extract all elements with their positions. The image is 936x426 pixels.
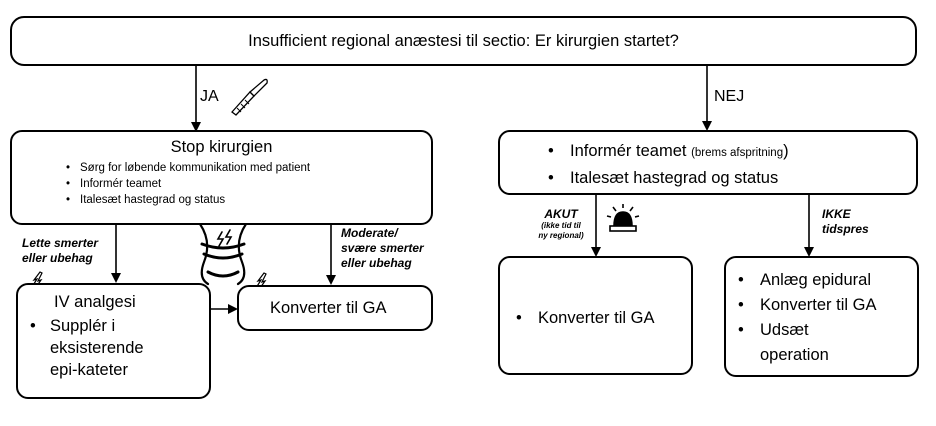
list-item: Italesæt hastegrad og status: [542, 166, 916, 191]
question-box: Insufficient regional anæstesi til secti…: [10, 16, 917, 66]
list-item: Sørg for løbende kommunikation med patie…: [62, 160, 431, 176]
inform-team-text: Informér teamet: [570, 142, 687, 160]
iv-bullet-line: epi-kateter: [50, 361, 128, 379]
options-list: Anlæg epidural Konverter til GA Udsæt op…: [732, 268, 917, 368]
convert-ga-text: Konverter til GA: [270, 299, 387, 317]
list-item: Konverter til GA: [732, 293, 917, 318]
list-item: Konverter til GA: [510, 306, 691, 331]
ikke-tidspres-label: IKKE tidspres: [822, 207, 869, 237]
moderate-pain-line: svære smerter: [341, 241, 424, 255]
moderate-pain-label: Moderate/ svære smerter eller ubehag: [341, 226, 424, 271]
ikke-line: IKKE: [822, 207, 851, 221]
moderate-pain-line: eller ubehag: [341, 256, 412, 270]
list-item: Italesæt hastegrad og status: [62, 192, 431, 208]
convert-ga-box-mid: Konverter til GA: [498, 256, 693, 375]
branch-yes-label: JA: [200, 88, 219, 105]
akut-note: (ikke tid til: [541, 221, 581, 230]
iv-analgesia-box: IV analgesi • Supplér i eksisterende epi…: [16, 283, 211, 399]
ikke-line: tidspres: [822, 222, 869, 236]
option-line: operation: [760, 346, 829, 364]
list-item: Informér teamet (brems afspritning): [542, 139, 916, 166]
inform-team-list: Informér teamet (brems afspritning) Ital…: [542, 139, 916, 191]
stop-surgery-list: Sørg for løbende kommunikation med patie…: [62, 160, 431, 208]
scalpel-icon: [231, 78, 268, 116]
iv-bullet-line: eksisterende: [50, 339, 144, 357]
option-line: Udsæt: [760, 321, 809, 339]
light-pain-label: Lette smerter eller ubehag: [22, 236, 98, 266]
iv-analgesia-title: IV analgesi: [54, 293, 136, 311]
akut-text: AKUT: [544, 207, 578, 221]
stop-surgery-box: Stop kirurgien Sørg for løbende kommunik…: [10, 130, 433, 225]
akut-note: ny regional): [538, 231, 584, 240]
convert-ga-box-left: Konverter til GA: [237, 285, 433, 331]
question-text: Insufficient regional anæstesi til secti…: [248, 32, 679, 50]
list-item: Udsæt operation: [732, 318, 917, 368]
options-box: Anlæg epidural Konverter til GA Udsæt op…: [724, 256, 919, 377]
light-pain-line: Lette smerter: [22, 236, 99, 250]
akut-label: AKUT (ikke tid til ny regional): [531, 207, 591, 241]
list-item: Anlæg epidural: [732, 268, 917, 293]
moderate-pain-line: Moderate/: [341, 226, 398, 240]
inform-team-close: ): [783, 142, 789, 160]
light-pain-line: eller ubehag: [22, 251, 93, 265]
abdominal-pain-icon: [198, 222, 248, 286]
branch-no-label: NEJ: [714, 88, 745, 105]
inform-team-box: Informér teamet (brems afspritning) Ital…: [498, 130, 918, 195]
list-item: Informér teamet: [62, 176, 431, 192]
iv-bullet-line: Supplér i: [50, 317, 116, 335]
convert-ga-mid-list: Konverter til GA: [510, 306, 691, 331]
stop-surgery-title: Stop kirurgien: [170, 138, 273, 156]
iv-analgesia-bullet: • Supplér i eksisterende epi-kateter: [30, 317, 144, 379]
inform-team-note: (brems afspritning: [691, 147, 784, 159]
siren-icon: [606, 204, 640, 232]
